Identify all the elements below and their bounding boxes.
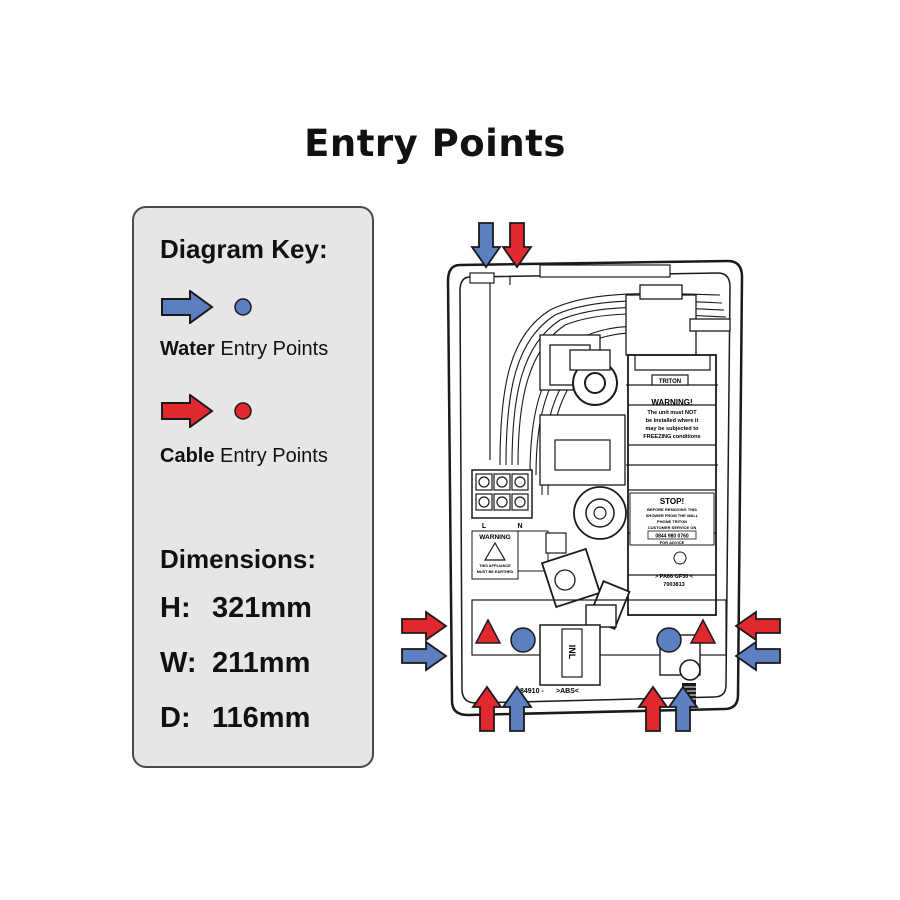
water-arrow-left — [401, 641, 447, 671]
svg-text:CUSTOMER SERVICE ON: CUSTOMER SERVICE ON — [648, 525, 697, 530]
page-title: Entry Points — [304, 122, 566, 165]
svg-text:THIS APPLIANCE: THIS APPLIANCE — [479, 564, 511, 568]
water-entry-dot-left — [510, 627, 536, 653]
svg-text:SHOWER FROM THE WALL: SHOWER FROM THE WALL — [646, 513, 699, 518]
dimension-height: H:321mm — [160, 592, 312, 624]
cable-entry-triangle-left — [474, 618, 502, 644]
svg-text:MUST BE EARTHED: MUST BE EARTHED — [477, 570, 514, 574]
cable-arrow-right — [735, 611, 781, 641]
cable-dot-icon — [234, 402, 252, 420]
svg-text:may be subjected to: may be subjected to — [646, 426, 700, 432]
diagram-key-panel: Diagram Key: Water Entry Points Cable En… — [132, 206, 374, 768]
inl-label: INL — [567, 645, 577, 660]
svg-text:FOR ADVICE: FOR ADVICE — [660, 540, 685, 545]
svg-text:The unit must NOT: The unit must NOT — [647, 410, 697, 416]
cable-arrow-left — [401, 611, 447, 641]
dimension-depth: D:116mm — [160, 702, 311, 734]
cable-arrow-icon — [161, 394, 214, 428]
svg-text:WARNING: WARNING — [479, 534, 510, 541]
svg-text:0844 980 0760: 0844 980 0760 — [655, 534, 689, 540]
terminal-l-label: L — [482, 523, 487, 530]
cable-key-label: Cable Entry Points — [160, 445, 328, 467]
svg-text:be installed where it: be installed where it — [646, 418, 699, 424]
dimension-width: W:211mm — [160, 647, 311, 679]
water-arrow-top — [471, 222, 501, 268]
terminal-n-label: N — [517, 523, 522, 530]
svg-text:BEFORE REMOVING THIS: BEFORE REMOVING THIS — [647, 507, 697, 512]
svg-text:WARNING!: WARNING! — [651, 398, 692, 407]
svg-text:PHONE TRITON: PHONE TRITON — [657, 519, 687, 524]
cable-arrow-top — [502, 222, 532, 268]
frost-warning-label: WARNING! The unit must NOT be installed … — [643, 398, 700, 440]
earth-warning-label: WARNING THIS APPLIANCE MUST BE EARTHED — [471, 530, 519, 580]
svg-text:STOP!: STOP! — [660, 497, 684, 506]
dimensions-heading: Dimensions: — [160, 544, 317, 574]
cable-entry-triangle-right — [689, 618, 717, 644]
water-key-symbols — [160, 290, 270, 324]
part-number-label: 7003813 — [663, 582, 684, 588]
water-entry-dot-right — [656, 627, 682, 653]
water-dot-icon — [234, 298, 252, 316]
water-arrow-right — [735, 641, 781, 671]
cable-key-symbols — [160, 394, 270, 428]
stop-label: STOP! BEFORE REMOVING THIS SHOWER FROM T… — [629, 492, 715, 546]
brand-plate — [651, 374, 689, 386]
bottom-code-label: 84910 - — [520, 688, 544, 695]
abs-code-label: >ABS< — [556, 688, 579, 695]
svg-text:FREEZING conditions: FREEZING conditions — [643, 434, 700, 440]
heater-tank — [627, 354, 717, 616]
diagram-key-heading: Diagram Key: — [160, 234, 328, 264]
water-arrow-icon — [161, 290, 214, 324]
unit-inner-casing — [459, 272, 731, 704]
brand-label: TRITON — [659, 379, 681, 385]
shower-unit-diagram: TRITON WARNING! The unit must NOT be ins… — [401, 222, 781, 732]
water-key-label: Water Entry Points — [160, 338, 329, 360]
part-code-label: > PA66 GF30 < — [655, 574, 693, 580]
